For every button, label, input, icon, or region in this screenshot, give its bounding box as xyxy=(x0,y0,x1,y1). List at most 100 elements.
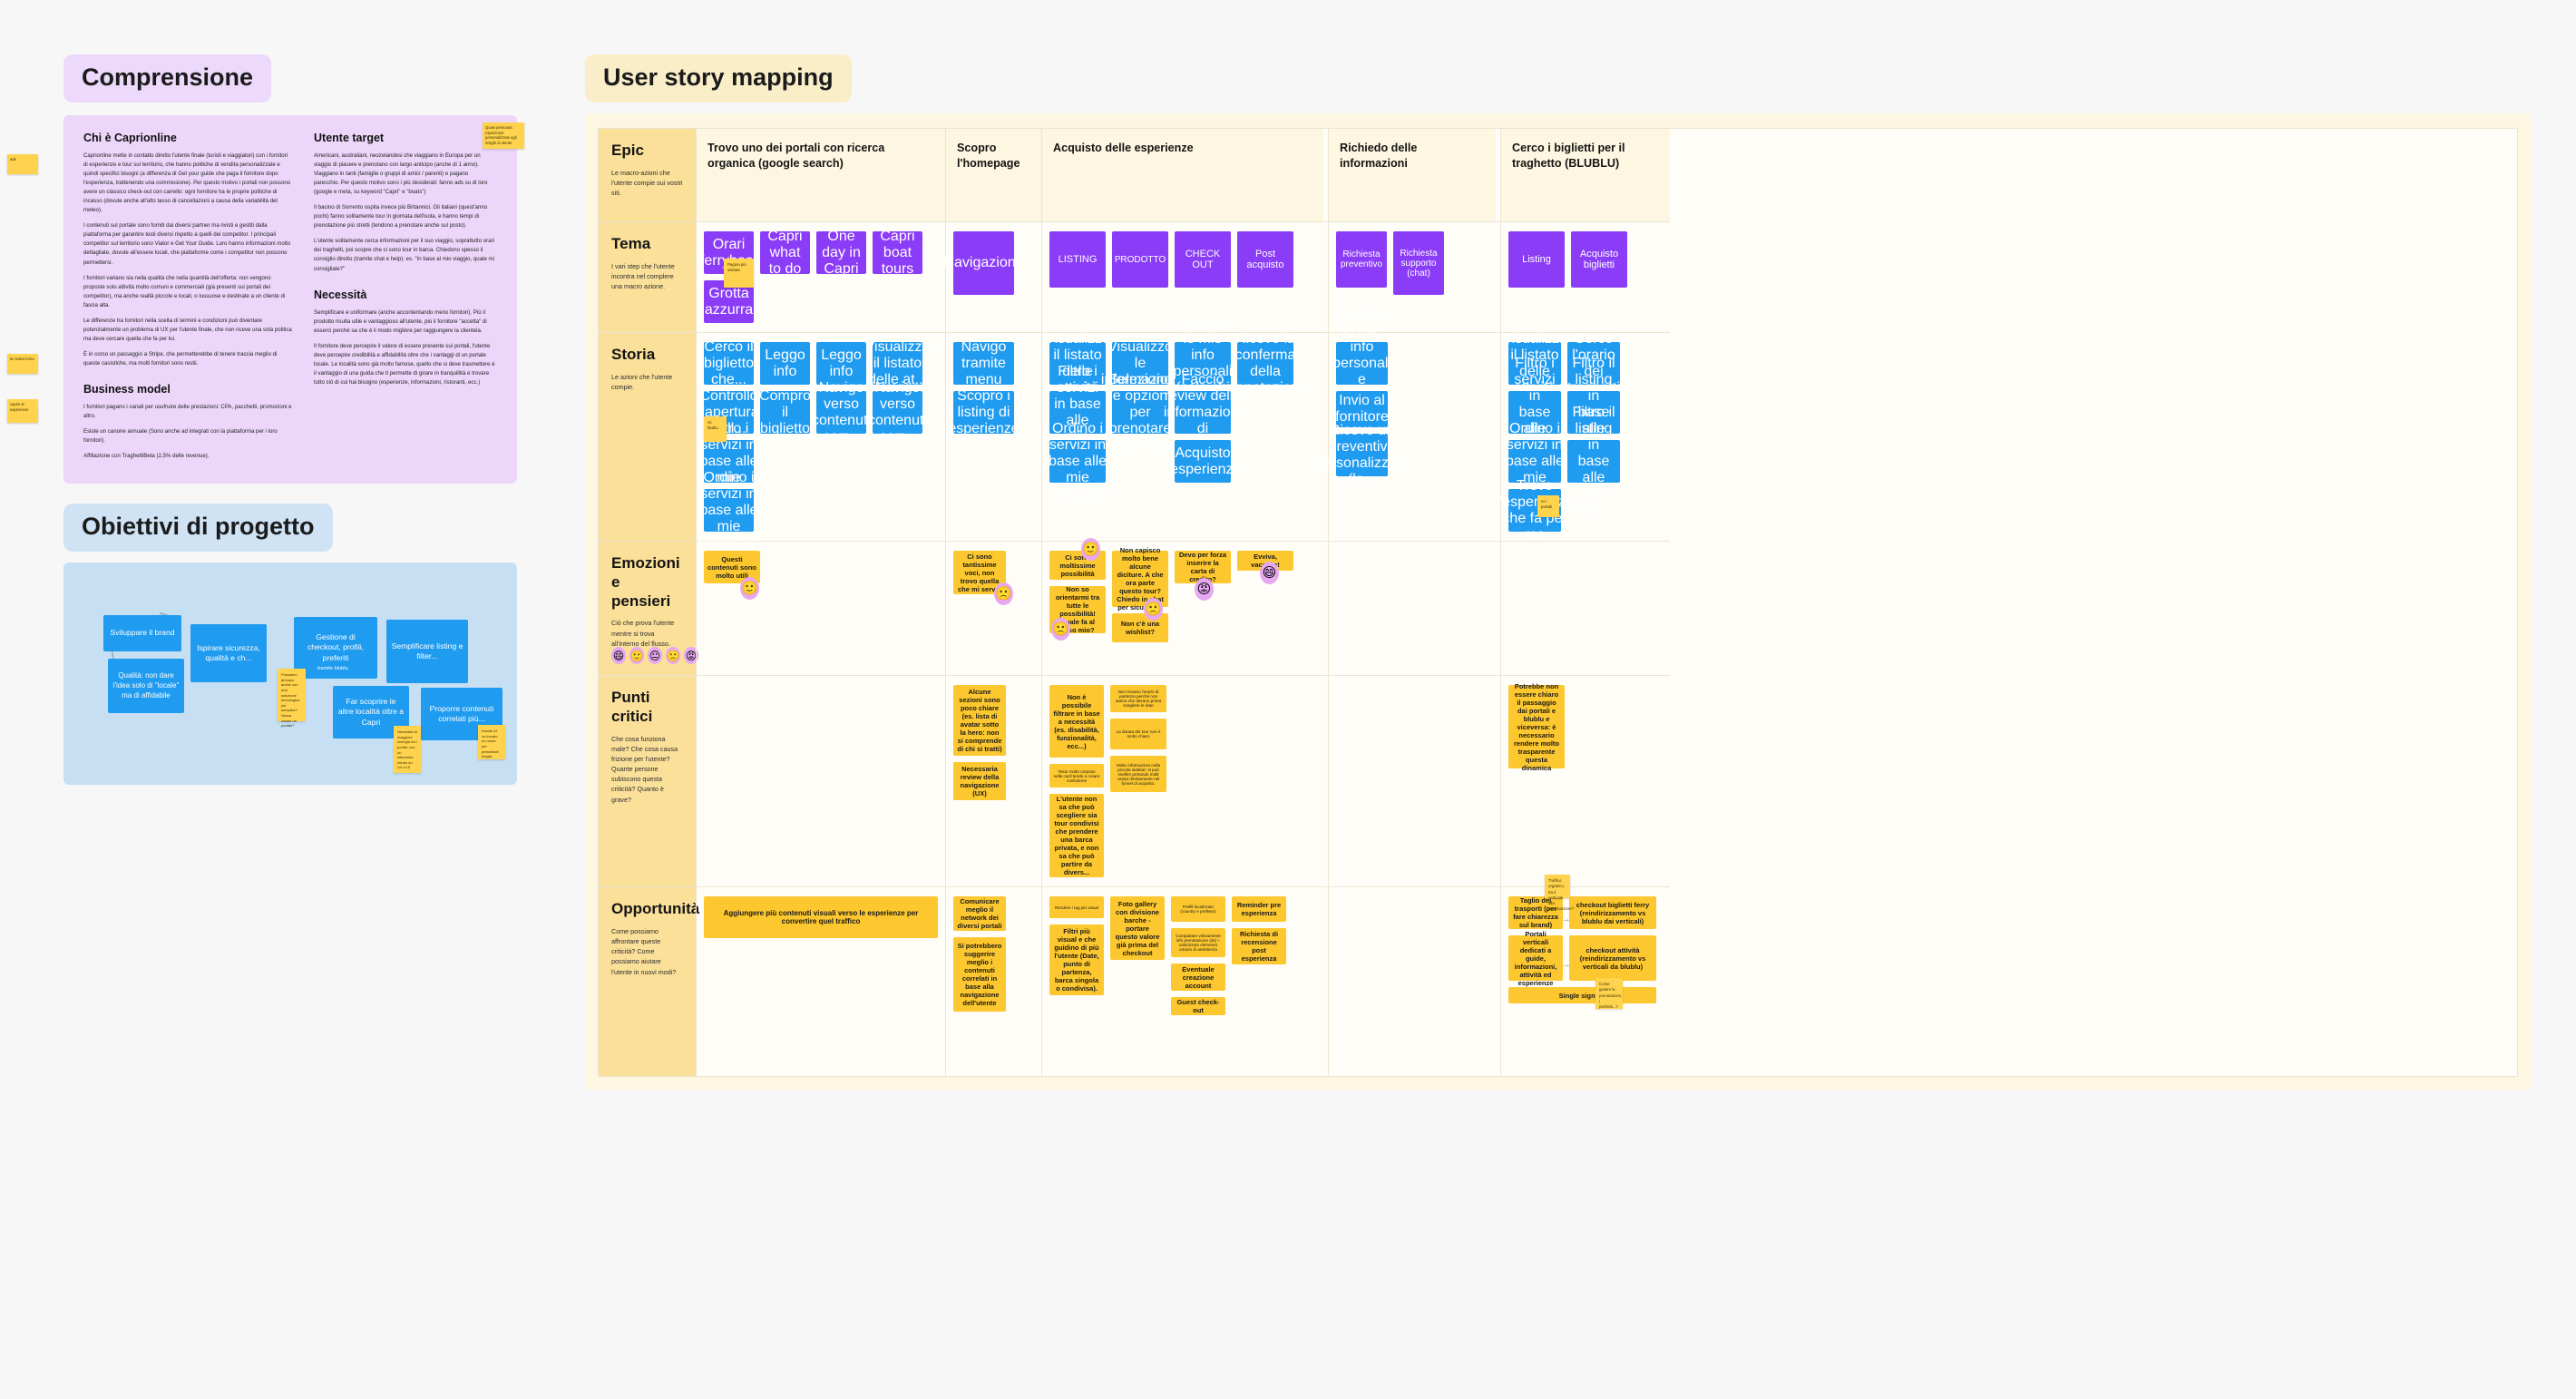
storia-card[interactable]: Faccio review delle informazioni di pren… xyxy=(1161,372,1245,453)
critico-card[interactable]: Molte informazioni nella piccola sidebar… xyxy=(1110,756,1166,793)
storia-card[interactable]: Acquisto l'esperienza xyxy=(1165,440,1241,484)
storia-card[interactable]: Ordino i servizi in base alle mie necess… xyxy=(1047,421,1108,502)
card-group: Taglio dei trasporti (per fare chiarezza… xyxy=(1508,896,1667,1004)
card-group: Visualizzo il listato delle attività Vis… xyxy=(1045,315,1312,502)
opportunita-card[interactable]: Taglio dei trasporti (per fare chiarezza… xyxy=(1508,896,1563,930)
opportunita-card[interactable]: checkout biglietti ferry (reindirizzamen… xyxy=(1569,896,1656,930)
emozione-card[interactable]: Ci sono tantissime voci, non trovo quell… xyxy=(953,551,1006,595)
goal-card-3[interactable]: Gestione di checkout, profili, preferiti xyxy=(294,617,377,680)
sticky-vs-blublu[interactable]: vs blublu xyxy=(704,416,727,443)
opportunita-card[interactable]: Reminder pre esperienza xyxy=(1232,896,1286,923)
card-group: Listing Acquisto biglietti xyxy=(1508,231,1663,289)
tema-card[interactable]: Richiesta supporto (chat) xyxy=(1393,231,1444,296)
row-label-storia: Storia Le azioni che l'utente compie. xyxy=(599,333,696,543)
storia-card[interactable]: Filtro il listing in base alle mie nece.… xyxy=(1567,405,1620,518)
opportunita-card[interactable]: Guest check-out xyxy=(1171,997,1225,1016)
goal-card-4[interactable]: Semplificare listing e filter... xyxy=(386,620,468,684)
storia-card[interactable]: Leggo info xyxy=(816,342,866,386)
sticky-vs-i-portali[interactable]: vs i portali xyxy=(1537,495,1559,518)
business-model-heading: Business model xyxy=(83,382,171,396)
side-sticky-note[interactable]: Quasi personas: esperienze personalizzat… xyxy=(483,122,524,149)
opportunita-card[interactable]: Filtri più visual e che guidino di più l… xyxy=(1049,925,1104,996)
goal-card-1[interactable]: Qualità: non dare l'idea solo di "locale… xyxy=(108,659,184,714)
opportunita-card[interactable]: Compattare visivamente info prenotazione… xyxy=(1171,928,1225,958)
storia-card[interactable]: Navigo tramite menu xyxy=(953,339,1014,387)
goal-note-2[interactable]: tramite AI: va trovato un modo per prese… xyxy=(478,725,505,760)
row-desc-punti-critici: Che cosa funziona male? Che cosa causa f… xyxy=(611,734,678,804)
cell-emozioni-epic1: Ci sono tantissime voci, non trovo quell… xyxy=(945,542,1041,677)
opportunita-card[interactable]: Aggiungere più contenuti visuali verso l… xyxy=(704,896,938,939)
critico-card[interactable]: Necessaria review della navigazione (UX) xyxy=(953,762,1006,801)
tema-card[interactable]: Post acquisto xyxy=(1237,231,1293,289)
opportunita-card[interactable]: Foto gallery con divisione barche - port… xyxy=(1110,896,1165,961)
opportunita-card[interactable]: Si potrebbero suggerire meglio i contenu… xyxy=(953,937,1006,1013)
emozione-card[interactable]: Non capisco molto bene alcune diciture. … xyxy=(1112,546,1168,611)
tema-card[interactable]: One day in Capri xyxy=(816,229,866,277)
storia-card[interactable]: Inserisco le mie info personali e richie… xyxy=(1332,306,1391,420)
storia-card[interactable]: Ricevo la conferma della prenotazione xyxy=(1223,330,1308,396)
card-group: Ci sono tantissime voci, non trovo quell… xyxy=(953,551,1034,595)
emoji-sad-icon: 🙁 xyxy=(1051,618,1070,641)
emozione-card[interactable]: Ci sono moltissime possibilità xyxy=(1049,551,1106,581)
tema-card[interactable]: CHECK OUT xyxy=(1175,231,1231,289)
tema-card[interactable]: Richiesta preventivo xyxy=(1336,231,1387,289)
sticky-pagina-piu-visitata[interactable]: Pagina più visitata xyxy=(724,259,754,289)
row-title-emozioni: Emozioni e pensieri xyxy=(611,554,680,610)
opportunita-card[interactable]: checkout attività (reindirizzamento vs v… xyxy=(1569,935,1656,982)
epic-header-2: Acquisto delle esperienze xyxy=(1041,129,1323,223)
tema-card[interactable]: Listing xyxy=(1508,231,1565,289)
necessita-para-0: Semplificare e uniformare (anche acconte… xyxy=(314,308,487,334)
opportunita-card[interactable]: Portali verticali dedicati a guide, info… xyxy=(1508,930,1563,987)
opportunita-card[interactable]: Richiesta di recensione post esperienza xyxy=(1232,928,1286,965)
storia-card[interactable]: Navigo verso contenuti corr... xyxy=(868,379,927,445)
opportunita-card[interactable]: Single sign-on xyxy=(1508,987,1656,1004)
tema-card[interactable]: LISTING xyxy=(1049,231,1106,289)
critico-card[interactable]: Potrebbe non essere chiaro il passaggio … xyxy=(1508,682,1565,772)
storia-card[interactable]: Cerco il biglietto che... xyxy=(703,338,755,387)
edge-sticky-2[interactable]: capire le esperienze xyxy=(7,399,38,423)
card-group: Questi contenuti sono molto utili xyxy=(704,551,938,584)
storia-card[interactable]: Visualizzo le informazioni xyxy=(1100,338,1180,387)
storia-card[interactable]: Leggo info xyxy=(760,342,810,386)
opportunita-card[interactable]: Comunicare meglio il network dei diversi… xyxy=(953,896,1006,932)
critico-card[interactable]: La durata dei tour non è molto chiaro xyxy=(1110,719,1166,750)
storia-card[interactable]: Visualizzo il listato delle attività xyxy=(1045,330,1110,396)
storia-card[interactable]: Ordino i servizi in base alle mie necess… xyxy=(698,470,760,551)
goal-card-2[interactable]: Ispirare sicurezza, qualità e ch... xyxy=(190,624,267,683)
tema-card[interactable]: Capri boat tours xyxy=(873,229,922,277)
edge-sticky-0[interactable]: ads xyxy=(7,154,38,174)
sticky-come-gestire[interactable]: Come gestire le prenotazioni, i preferit… xyxy=(1595,978,1623,1010)
storia-card[interactable]: Invio al fornitore xyxy=(1335,391,1389,428)
critico-card[interactable]: Non è possibile filtrare in base a neces… xyxy=(1049,685,1104,758)
goal-card-0[interactable]: Sviluppare il brand xyxy=(103,615,181,652)
critico-card[interactable]: Testo molto corposo nelle card tende a c… xyxy=(1049,764,1104,788)
opportunita-card[interactable]: Eventuale creazione account xyxy=(1171,964,1225,992)
storia-card[interactable]: Navigo verso contenuti corr... xyxy=(812,379,871,445)
storia-card[interactable]: Visualizzo il listato delle at... xyxy=(864,338,931,387)
critico-card[interactable]: L'utente non sa che può scegliere sia to… xyxy=(1049,794,1104,878)
opportunita-card[interactable]: Prefill localizzato (country e prefisso) xyxy=(1171,896,1225,923)
storia-card[interactable]: Seleziono le opzioni per prenotare l'esp… xyxy=(1101,372,1179,453)
chi-e-caprionline-block: Chi è Caprionline Caprionline mette in c… xyxy=(83,132,292,467)
critico-card[interactable]: Alcune sezioni sono poco chiare (es. lis… xyxy=(953,685,1006,757)
goal-note-1[interactable]: Necessità di maggiore sinergia tra i por… xyxy=(394,726,421,774)
sticky-traffico-organico[interactable]: Traffico organico, tra il verticale alla… xyxy=(1545,875,1574,911)
arrow-right-icon: → xyxy=(1561,959,1571,971)
tema-card[interactable]: PRODOTTO xyxy=(1112,231,1168,289)
opportunita-card[interactable]: Rendere i tag più visual xyxy=(1049,896,1104,919)
tema-card[interactable]: Acquisto biglietti xyxy=(1571,231,1627,289)
goal-note-0[interactable]: Possiamo arrivarci anche con una soluzio… xyxy=(278,669,306,728)
necessita-para-1: Il fornitore deve percepire il valore di… xyxy=(314,342,495,386)
tema-card[interactable]: Capri what to do xyxy=(760,229,810,277)
emozione-card[interactable]: Non c'è una wishlist? xyxy=(1112,613,1168,643)
storia-card[interactable]: Ordino i servizi in base alle mie necess… xyxy=(1504,421,1566,502)
storia-card[interactable]: Ricevo un preventivo personalizzato (la.… xyxy=(1314,422,1410,487)
storia-card[interactable]: Compro il biglietto xyxy=(759,387,811,436)
edge-sticky-1[interactable]: la nostra forza xyxy=(7,354,38,374)
storia-card[interactable]: Scopro i listing di esperienze xyxy=(948,387,1020,436)
critico-card[interactable]: Non trovano l'orario di partenza perché … xyxy=(1110,685,1166,713)
utente-para-1: Il bacino di Sorrento ospita invece più … xyxy=(314,204,488,230)
card-gap xyxy=(1394,342,1446,385)
row-title-opportunita: Opportunità xyxy=(611,900,700,918)
tema-card[interactable]: Navigazione xyxy=(943,231,1024,296)
